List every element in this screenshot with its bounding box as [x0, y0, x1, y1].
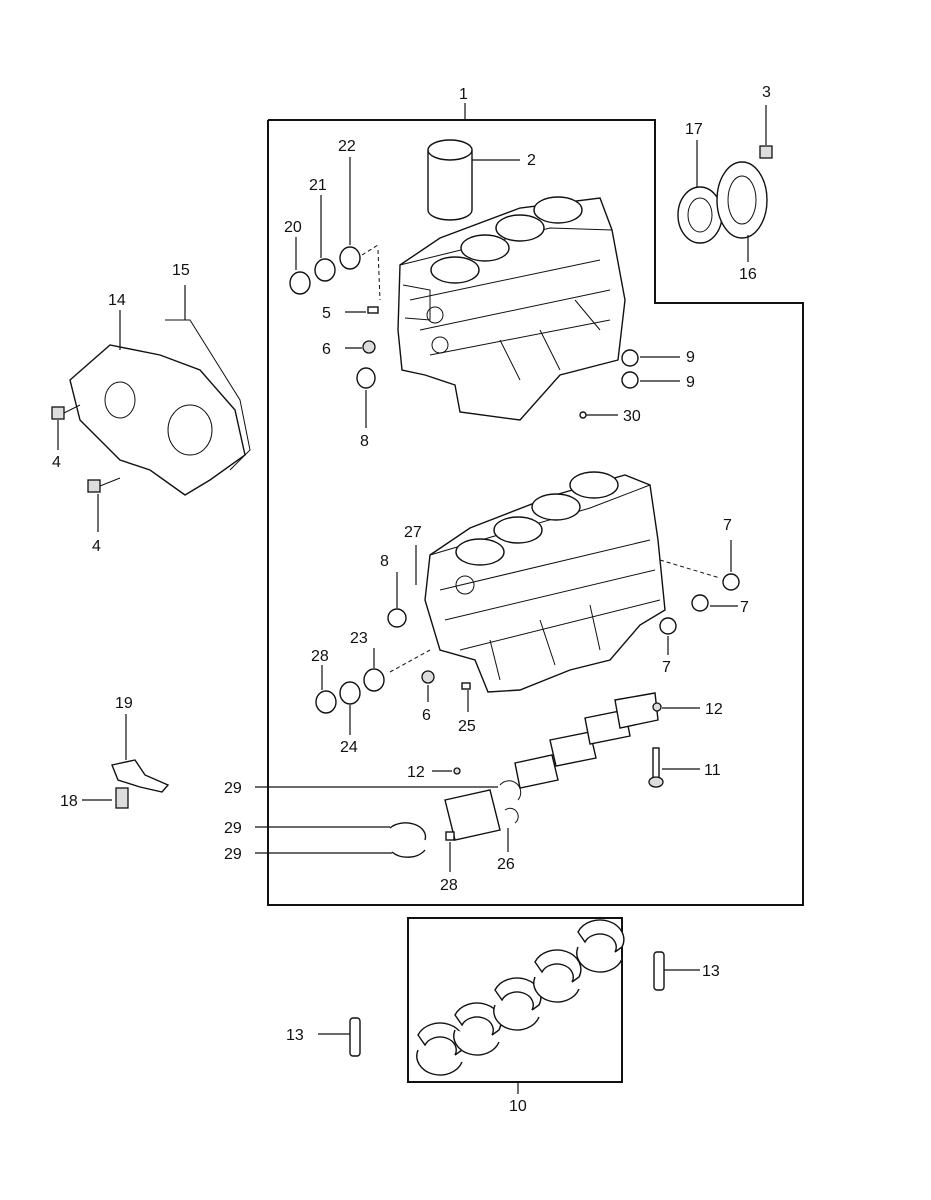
- expansion-plugs: [659, 540, 740, 655]
- callout-15: 15: [172, 262, 190, 279]
- rear-oil-seal-parts: [677, 105, 773, 262]
- callout-5: 5: [322, 305, 331, 322]
- callout-8-lower: 8: [380, 553, 389, 570]
- lower-cylinder-block: [424, 471, 666, 693]
- callout-30: 30: [623, 408, 641, 425]
- callout-7-bottom: 7: [662, 659, 671, 676]
- callout-2: 2: [527, 152, 536, 169]
- callout-24: 24: [340, 739, 358, 756]
- callout-26: 26: [497, 856, 515, 873]
- callout-labels: 1 2 3 4 4 5 6 6 7 7 7 8 8 9 9 10 11 12 1…: [52, 84, 771, 1115]
- callout-20: 20: [284, 219, 302, 236]
- cylinder-block-assembly-frame: [267, 103, 804, 906]
- upper-cylinder-block: [397, 196, 626, 421]
- callout-29-middle: 29: [224, 820, 242, 837]
- main-bearing-caps: [432, 692, 700, 872]
- thrust-washers: [255, 786, 498, 858]
- callout-18: 18: [60, 793, 78, 810]
- callout-7-top: 7: [723, 517, 732, 534]
- upper-small-parts: [345, 249, 680, 428]
- callout-13-right: 13: [702, 963, 720, 980]
- oil-jet-and-bolt: [82, 714, 170, 809]
- callout-22: 22: [338, 138, 356, 155]
- callout-28-upper: 28: [311, 648, 329, 665]
- dowel-pins: [318, 951, 700, 1057]
- callout-13-left: 13: [286, 1027, 304, 1044]
- callout-9-lower: 9: [686, 374, 695, 391]
- main-bearing-shells: [416, 919, 625, 1076]
- callout-11: 11: [704, 762, 721, 779]
- callout-29-top: 29: [224, 780, 242, 797]
- callout-10: 10: [509, 1098, 527, 1115]
- callout-21: 21: [309, 177, 327, 194]
- callout-19: 19: [115, 695, 133, 712]
- callout-6-upper: 6: [322, 341, 331, 358]
- callout-28-lower: 28: [440, 877, 458, 894]
- cylinder-liner: [427, 139, 520, 221]
- callout-14: 14: [108, 292, 126, 309]
- callout-12-left: 12: [407, 764, 425, 781]
- callout-29-bottom: 29: [224, 846, 242, 863]
- callout-6-lower: 6: [422, 707, 431, 724]
- callout-27: 27: [404, 524, 422, 541]
- bearing-set-frame: [407, 917, 623, 1094]
- callout-8-upper: 8: [360, 433, 369, 450]
- callout-1: 1: [459, 86, 468, 103]
- callout-7-middle: 7: [740, 599, 749, 616]
- front-plate-and-gasket: [51, 285, 251, 532]
- callout-4-upper: 4: [52, 454, 61, 471]
- camshaft-bushings-lower: [315, 545, 471, 735]
- callout-4-lower: 4: [92, 538, 101, 555]
- camshaft-bushings-upper: [289, 157, 379, 295]
- callout-9-upper: 9: [686, 349, 695, 366]
- callout-23: 23: [350, 630, 368, 647]
- callout-25: 25: [458, 718, 476, 735]
- callout-12-right: 12: [705, 701, 723, 718]
- callout-16: 16: [739, 266, 757, 283]
- callout-17: 17: [685, 121, 703, 138]
- callout-3: 3: [762, 84, 771, 101]
